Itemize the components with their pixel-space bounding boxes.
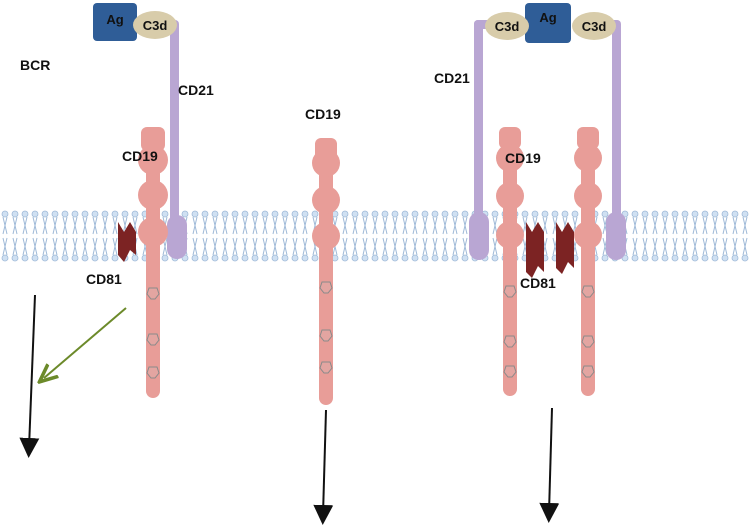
antigen-label-left: Ag [106, 12, 123, 27]
cd19-label-left: CD19 [122, 148, 158, 164]
c3d-ellipse-right-b [572, 12, 616, 40]
cd19-receptor-left [138, 127, 168, 398]
cd21-receptor-right-b [600, 20, 626, 260]
cd81-left [118, 222, 136, 262]
phosphorylation-sites-right-b [581, 285, 595, 378]
cd19-receptor-right-a [496, 127, 524, 396]
signal-arrow-middle [313, 409, 334, 525]
phosphorylation-sites-middle [319, 281, 333, 374]
cd19-label-middle: CD19 [305, 106, 341, 122]
cd81-label-right: CD81 [520, 275, 556, 291]
signal-arrow-left [19, 294, 40, 458]
green-arrow [44, 307, 127, 378]
c3d-label-left: C3d [143, 18, 168, 33]
signal-arrow-right [539, 407, 560, 523]
antigen-box-left [93, 3, 137, 41]
cd21-label-left: CD21 [178, 82, 214, 98]
cd21-label-right: CD21 [434, 70, 470, 86]
c3d-ellipse-left [133, 11, 177, 39]
cd81-right-a [526, 222, 544, 278]
c3d-label-right-a: C3d [495, 19, 520, 34]
c3d-ellipse-right-a [485, 12, 529, 40]
cell-membrane [0, 210, 750, 262]
c3d-label-right-b: C3d [582, 19, 607, 34]
antigen-box-right [525, 3, 571, 43]
cd19-label-right: CD19 [505, 150, 541, 166]
phosphorylation-sites-right-a [503, 285, 517, 378]
phosphorylation-sites-left [146, 287, 160, 379]
cd19-receptor-right-b [574, 127, 602, 396]
cd21-receptor-left [167, 20, 187, 259]
cd81-right-b [556, 222, 574, 274]
antigen-label-right: Ag [539, 10, 556, 25]
cd81-label-left: CD81 [86, 271, 122, 287]
bcr-label: BCR [20, 57, 50, 73]
